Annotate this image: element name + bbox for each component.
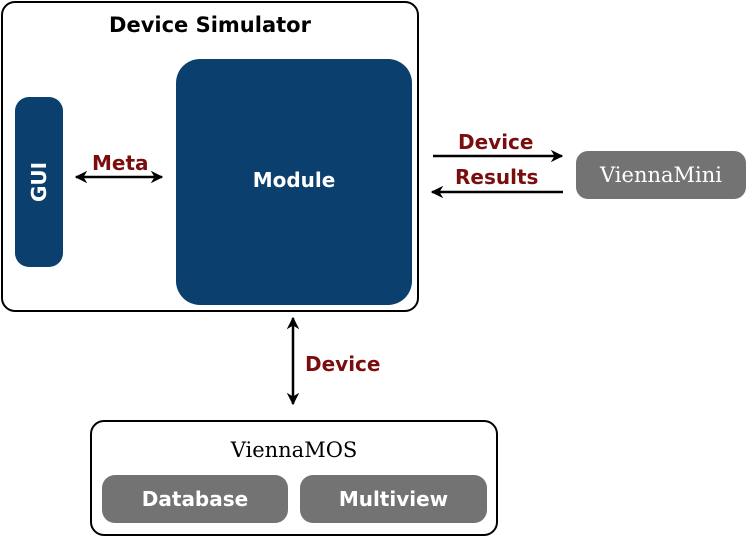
device-to-mini-edge-label: Device [458, 130, 534, 154]
module-node: Module [176, 59, 412, 305]
meta-edge-label: Meta [92, 151, 149, 175]
multiview-label: Multiview [338, 487, 449, 511]
vienna-mos-title: ViennaMOS [230, 438, 358, 462]
results-edge-label: Results [455, 165, 539, 189]
database-label: Database [141, 487, 249, 511]
gui-node: GUI [15, 97, 63, 267]
multiview-node: Multiview [300, 475, 487, 523]
module-label: Module [252, 168, 336, 192]
vienna-mini-node: ViennaMini [576, 151, 746, 199]
vienna-mini-label: ViennaMini [600, 163, 722, 187]
database-node: Database [102, 475, 288, 523]
device-to-mos-edge-label: Device [305, 352, 381, 376]
device-simulator-title: Device Simulator [109, 13, 311, 37]
